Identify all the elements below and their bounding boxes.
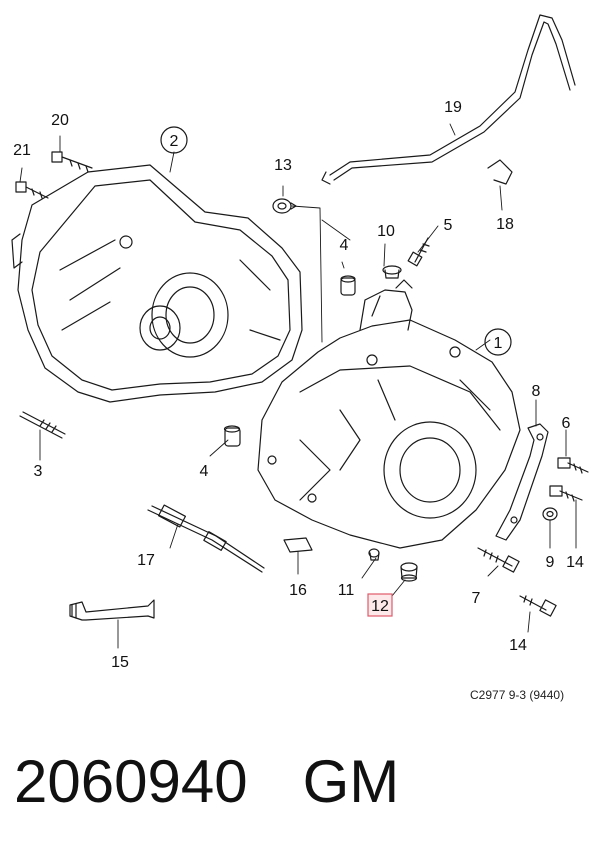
part-14-bolt-a bbox=[549, 485, 583, 502]
brand-name: GM bbox=[302, 748, 400, 815]
part-16-gasket bbox=[283, 537, 313, 553]
part-7-bolt bbox=[477, 547, 520, 573]
label-12: 12 bbox=[371, 598, 389, 615]
part-12-breather bbox=[400, 562, 418, 582]
label-3: 3 bbox=[34, 463, 43, 480]
part-4-dowel-b bbox=[340, 275, 356, 296]
label-19: 19 bbox=[444, 99, 462, 116]
part-8-bracket bbox=[495, 423, 549, 541]
label-18: 18 bbox=[496, 216, 514, 233]
part-10-cap bbox=[382, 265, 402, 279]
part-13-grommet bbox=[272, 198, 297, 214]
part-21-bolt bbox=[15, 181, 49, 199]
highlight-box bbox=[367, 593, 393, 617]
diagram-reference-code: C2977 9-3 (9440) bbox=[470, 688, 565, 702]
part-18-clip bbox=[487, 159, 513, 185]
part-11-plug bbox=[368, 548, 380, 561]
callout-labels: 3 4 4 5 6 7 8 9 10 11 12 13 14 14 15 16 … bbox=[13, 99, 584, 671]
part-3-stud bbox=[19, 411, 66, 439]
leader-lines bbox=[19, 123, 577, 649]
label-4b: 4 bbox=[340, 237, 349, 254]
label-17: 17 bbox=[137, 552, 155, 569]
part-17-selector-shaft bbox=[147, 504, 265, 573]
label-6: 6 bbox=[562, 415, 571, 432]
part-number: 2060940 bbox=[14, 748, 248, 815]
part-19-breather-hose bbox=[321, 14, 576, 185]
label-15: 15 bbox=[111, 654, 129, 671]
circled-label-1: 1 bbox=[484, 328, 512, 356]
part-15-sealant-tube bbox=[69, 599, 155, 621]
label-11: 11 bbox=[338, 582, 355, 599]
label-13: 13 bbox=[274, 157, 292, 174]
part-20-bolt bbox=[51, 151, 93, 173]
label-14a: 14 bbox=[566, 554, 584, 571]
circled-label-2: 2 bbox=[160, 126, 188, 154]
part-14-bolt-b bbox=[519, 595, 557, 617]
label-8: 8 bbox=[532, 383, 541, 400]
label-2: 2 bbox=[170, 133, 179, 150]
label-20: 20 bbox=[51, 112, 69, 129]
label-9: 9 bbox=[546, 554, 555, 571]
label-10: 10 bbox=[377, 223, 395, 240]
label-4a: 4 bbox=[200, 463, 209, 480]
label-5: 5 bbox=[444, 217, 453, 234]
gearbox-housing-drawing bbox=[257, 279, 521, 549]
part-6-bolt bbox=[557, 457, 589, 474]
clutch-housing-drawing bbox=[11, 164, 303, 403]
exploded-parts-diagram: 1 2 3 4 4 5 6 7 8 9 10 11 12 13 14 14 15… bbox=[11, 14, 589, 671]
label-14b: 14 bbox=[509, 637, 527, 654]
label-16: 16 bbox=[289, 582, 307, 599]
label-7: 7 bbox=[472, 590, 481, 607]
part-9-nut bbox=[542, 507, 558, 521]
label-1: 1 bbox=[494, 335, 503, 352]
label-21: 21 bbox=[13, 142, 31, 159]
part-4-dowel-a bbox=[223, 425, 241, 447]
